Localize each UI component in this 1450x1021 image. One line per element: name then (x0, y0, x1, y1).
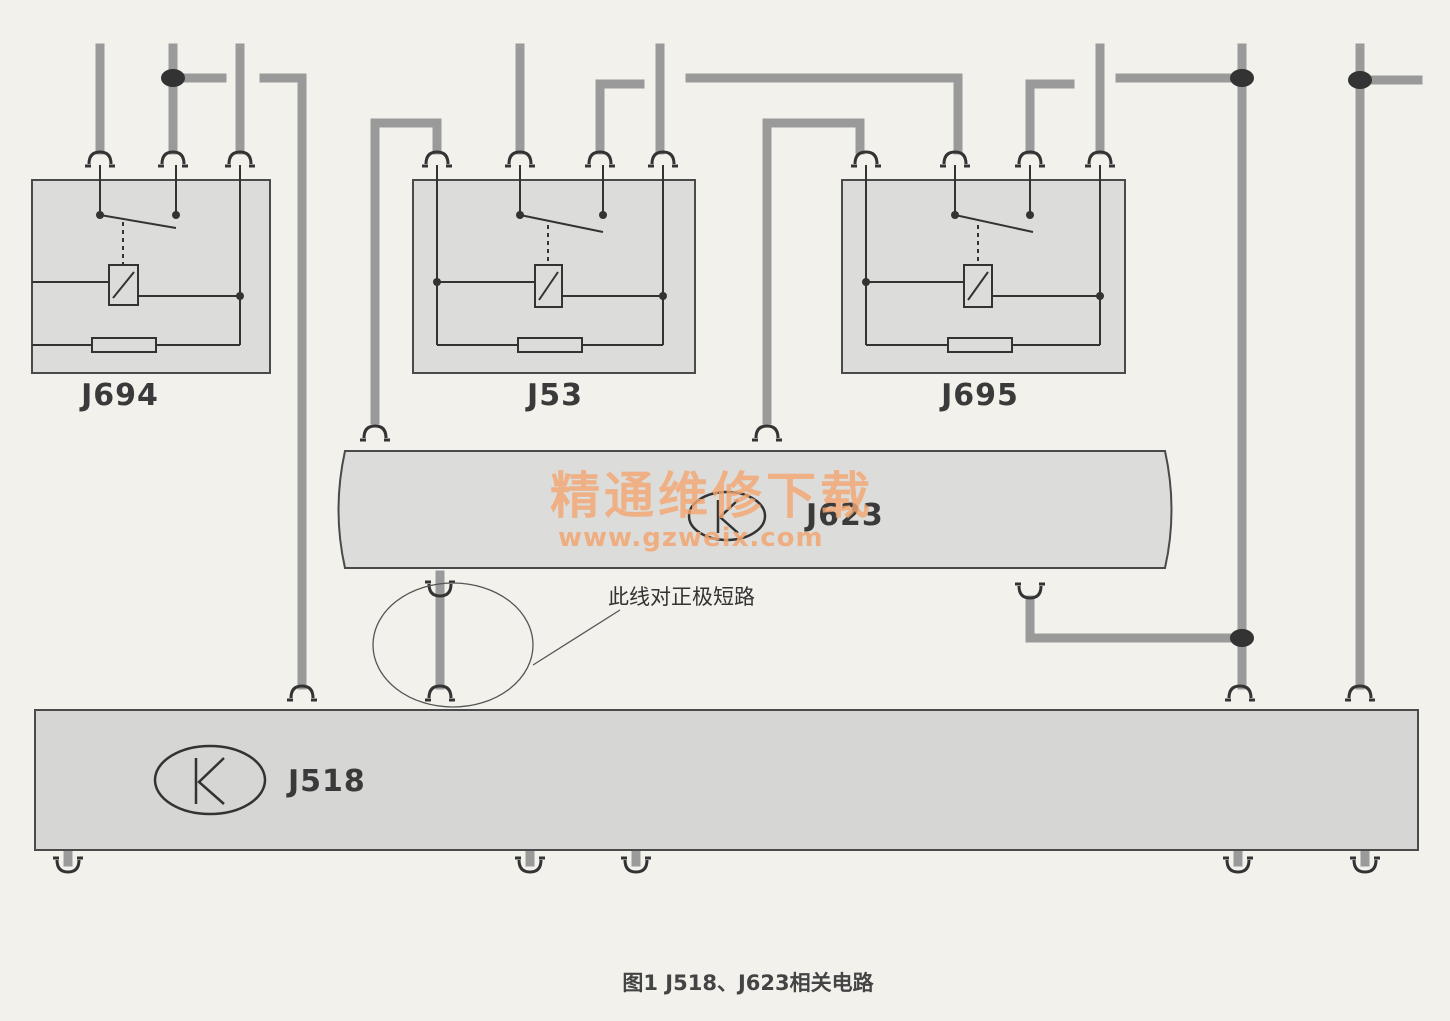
resistor-icon (91, 337, 157, 353)
resistor-icon (947, 337, 1013, 353)
module-label-j53: J53 (525, 378, 583, 413)
junction-dot (161, 69, 185, 87)
watermark-text: 精通维修下载 (550, 467, 874, 525)
short-circuit-callout: 此线对正极短路 (372, 582, 755, 708)
wire (259, 73, 307, 690)
junction-dot (1230, 69, 1254, 87)
module-label-j694: J694 (79, 378, 159, 413)
wiring (63, 43, 1423, 867)
control-unit-j623: J623 (337, 424, 1173, 600)
relay-j694: J694 (31, 150, 271, 413)
relay-coil-icon (963, 264, 993, 308)
wire (1025, 595, 1247, 643)
wire (685, 73, 963, 155)
relay-j695: J695 (841, 150, 1126, 413)
connector-pin-icon (358, 424, 392, 442)
wire (762, 118, 865, 425)
relay-j53: J53 (412, 150, 696, 413)
wire (370, 118, 442, 425)
control-unit-j518: J518 (34, 684, 1419, 874)
relay-coil-icon (108, 264, 139, 306)
junction-dot (1348, 71, 1372, 89)
module-label-j623: J623 (804, 498, 884, 533)
watermark: 精通维修下载 www.gzweix.com (550, 467, 874, 553)
junctions (161, 69, 1372, 647)
figure-caption: 图1 J518、J623相关电路 (622, 971, 874, 995)
connector-pin-icon (750, 424, 784, 442)
k-symbol-icon (687, 490, 767, 542)
wire (1025, 79, 1075, 155)
module-label-j518: J518 (286, 764, 366, 799)
k-symbol-icon (153, 744, 267, 816)
junction-dot (1230, 629, 1254, 647)
annotation-label: 此线对正极短路 (608, 585, 755, 609)
watermark-url: www.gzweix.com (558, 523, 824, 553)
relay-coil-icon (534, 264, 563, 308)
wire (595, 79, 645, 155)
callout-ellipse (372, 582, 534, 708)
resistor-icon (517, 337, 583, 353)
callout-leader-line (532, 609, 621, 666)
module-label-j695: J695 (939, 378, 1019, 413)
